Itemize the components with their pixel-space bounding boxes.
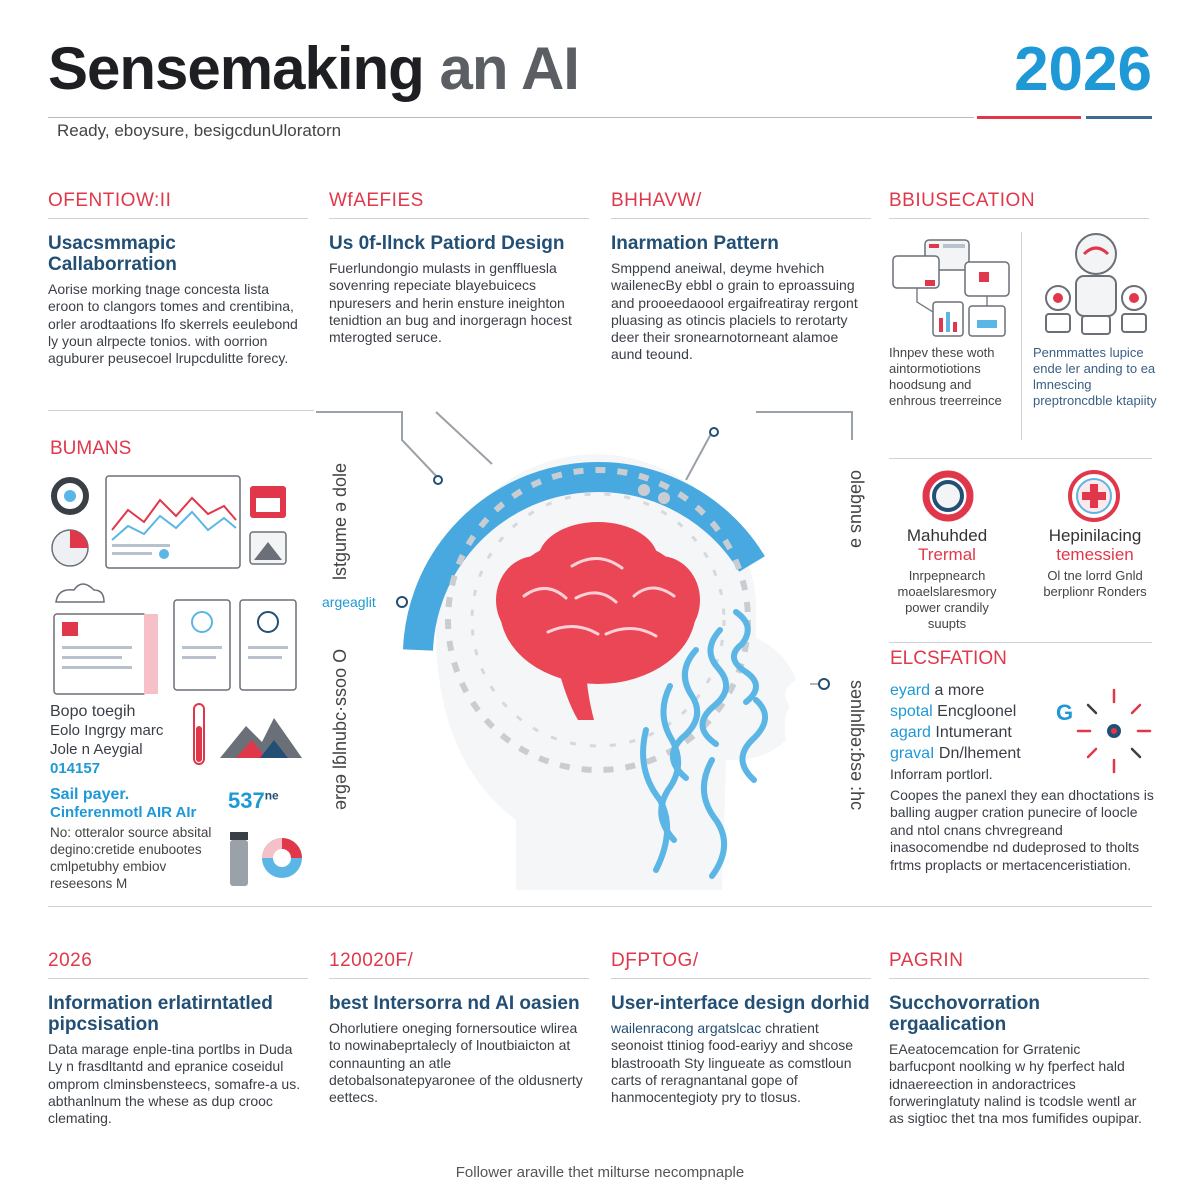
stat-right: Hepinilacing temessien Ol tne lorrd Gnld… [1036,526,1154,600]
mountain-chart-icon [193,703,302,765]
brain-head-illustration [316,411,853,890]
column-subheading: Inarmation Pattern [611,233,779,254]
bottom-column-3: DƑPTOG/ User-interface design dorhid wai… [611,950,871,1106]
column-subheading: User-interface design dorhid [611,993,870,1014]
top-column-2: WfAEFIES Us 0f-llnck Patiord Design Fuer… [329,190,589,346]
info-line: Jole n Aeygial [50,741,143,758]
column-heading: 120020F/ [329,950,589,979]
left-panel-heading: BUMANS [50,438,132,459]
bottom-column-2: 120020F/ best Intersorra nd AI oasien Oh… [329,950,589,1106]
illustration-caption-right: Penmmattes lupice ende ler anding to ea … [1033,345,1157,408]
column-subheading: Information erlatirntatled pipcsisation [48,993,273,1035]
column-heading: BBIUSECATION [889,190,1149,219]
column-subheading: Succhovorration ergaalication [889,993,1040,1035]
stat-right-accent: temessien [1056,545,1134,564]
vertical-label-left-bottom: ərgə lɓlnubc·ssoo O [330,648,350,810]
stat-body: No: otteralor source absital degino:cret… [50,825,212,891]
top-column-4: BBIUSECATION [889,190,1149,233]
section-heading: ELCSFATION [890,648,1007,669]
page-title: Sensemaking an AI [48,34,580,103]
stat-right-body: Ol tne lorrd Gnld berplionr Ronders [1043,568,1147,599]
stat-title: Sail payer. [50,786,130,803]
vertical-label-right-bottom: sənlnlɓə:ɓsə :hc [847,680,867,811]
header-accent-navy [1086,116,1152,119]
data-flow-illustration [892,239,1010,337]
column-body: Data marage enple-tina portlbs in Duda L… [48,1041,301,1127]
device-donut-icon [230,832,302,886]
stat-right-title: Hepinilacing [1048,526,1142,545]
burst-icon [1076,688,1152,774]
side-label: argeaglit [322,594,376,610]
panel-divider [1021,232,1022,440]
list-item: eyard a more [890,682,985,699]
stat-number: 537ne [228,788,279,813]
top-column-1: OFENTIOW:II Usacsmmapic Callaborration A… [48,190,308,367]
stat-left: Mahuhded Trermal Inrpepnearch moaelslare… [889,526,1005,632]
column-body: wailenracong argatslcac chratient seonoi… [611,1020,854,1106]
title-rest: an AI [439,35,580,102]
analytics-dashboard-illustration [51,475,297,695]
people-cluster-illustration [1045,233,1147,335]
stat-left-accent: Trermal [918,545,976,564]
stat-subtitle: Cinferenmotl AIR AIr [50,804,197,821]
column-body: Ohorlutiere oneging fornersoutice wlirea… [329,1020,583,1106]
panel-rule [889,642,1152,643]
stat-block: Sail payer. Cinferenmotl AIR AIr [50,786,196,821]
column-heading: OFENTIOW:II [48,190,308,219]
stat-left-body: Inrpepnearch moaelslaresmory power crand… [897,568,997,631]
illustration-caption-left: Ihnpev these woth aintormotiotions hoods… [889,345,1002,408]
section-body: Coopes the panexl they ean dhoctations i… [890,787,1154,873]
column-heading: PAGRIN [889,950,1149,979]
column-heading: DƑPTOG/ [611,950,871,979]
title-main: Sensemaking [48,35,425,102]
list-item: spotal Encgloonel [890,703,1017,720]
top-column-3: BHHAVW/ Inarmation Pattern Smppend aneiw… [611,190,871,364]
column-heading: 2026 [48,950,308,979]
info-line: Bopo toegih [50,703,136,720]
list-item: gravaI Dn/lhement [890,745,1021,762]
donut-gauge-icon [922,470,974,522]
page-subtitle: Ready, eboysure, besigcdunUloratorn [57,121,342,140]
year-badge: 2026 [1014,35,1152,104]
column-subheading: Us 0f-llnck Patiord Design [329,233,565,254]
info-line: Eolo Ingrgy marc [50,722,164,739]
key-value-list: eyard a more spotal Encgloonel agard Int… [890,680,1021,785]
column-body: Aorise morking tnage concesta lista eroo… [48,281,298,367]
stat-left-title: Mahuhded [906,526,988,545]
bottom-column-4: PAGRIN Succhovorration ergaalication EAe… [889,950,1149,1127]
column-body: Fuerlundongio mulasts in genffluesla sov… [329,260,572,346]
info-block: Bopo toegih Eolo Ingrgy marc Jole n Aeyg… [50,702,163,778]
column-body: Smppend aneiwal, deyme hvehich wailenecB… [611,260,858,363]
header-rule [48,117,974,118]
panel-rule [48,410,314,411]
panel-rule [889,458,1152,459]
vertical-label-left-top: lstgume ə dole [330,462,350,580]
info-number: 014157 [50,760,101,777]
section-divider [48,906,1152,907]
column-subheading: best Intersorra nd AI oasien [329,993,580,1014]
footer-text: Follower araville thet milturse necompna… [455,1164,745,1181]
column-subheading: Usacsmmapic Callaborration [48,233,177,275]
bottom-column-1: 2026 Information erlatirntatled pipcsisa… [48,950,308,1127]
medical-plus-icon [1068,470,1120,522]
brand-letter-icon: G [1056,700,1074,725]
list-tail: Inforram portlorl. [890,766,993,782]
header-accent-red [977,116,1081,119]
column-body: EAeatocemcation for Grratenic barfucpont… [889,1041,1142,1127]
column-heading: BHHAVW/ [611,190,871,219]
list-item: agard Intumerant [890,724,1012,741]
vertical-label-right-top: oləɓnus ə [847,470,867,549]
column-heading: WfAEFIES [329,190,589,219]
